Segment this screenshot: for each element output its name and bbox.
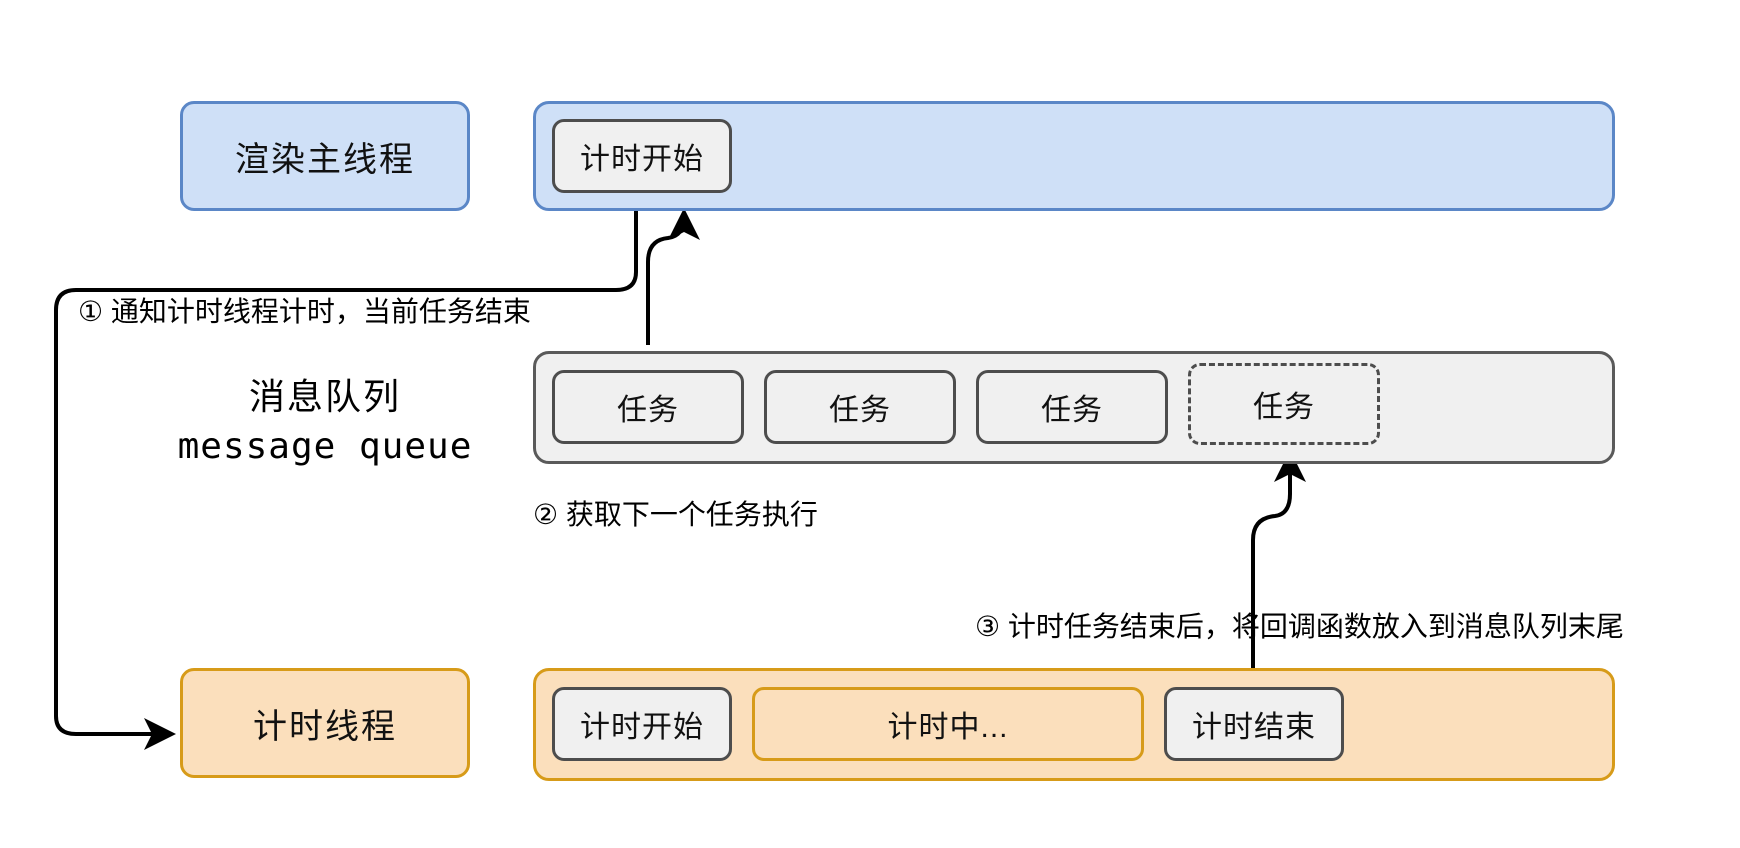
chip-queue-task-3[interactable]: 任务: [976, 370, 1168, 444]
annotation-step-2: ② 获取下一个任务执行: [533, 499, 818, 530]
arrow-step-3: [1251, 450, 1306, 700]
lane-label-timer-thread: 计时线程: [180, 668, 470, 778]
chip-queue-task-2-text: 任务: [829, 394, 891, 427]
chip-queue-task-3-text: 任务: [1041, 394, 1103, 427]
queue-title-block: 消息队列 message queue: [160, 368, 490, 467]
chip-timer-end-text: 计时结束: [1192, 711, 1316, 744]
lane-label-main-thread: 渲染主线程: [180, 101, 470, 211]
chip-timer-start-text: 计时开始: [580, 711, 704, 744]
chip-main-timer-start[interactable]: 计时开始: [552, 119, 732, 193]
chip-timer-running-text: 计时中...: [887, 711, 1009, 744]
arrow-step-2: [646, 208, 700, 345]
chip-queue-task-4-pending-text: 任务: [1253, 391, 1315, 424]
chip-timer-running[interactable]: 计时中...: [752, 687, 1144, 761]
chip-queue-task-2[interactable]: 任务: [764, 370, 956, 444]
chip-queue-task-1[interactable]: 任务: [552, 370, 744, 444]
chip-queue-task-4-pending[interactable]: 任务: [1188, 363, 1380, 445]
chip-timer-end[interactable]: 计时结束: [1164, 687, 1344, 761]
annotation-step-3: ③ 计时任务结束后，将回调函数放入到消息队列末尾: [975, 611, 1624, 642]
chip-timer-start[interactable]: 计时开始: [552, 687, 732, 761]
chip-queue-task-1-text: 任务: [617, 394, 679, 427]
annotation-step-1: ① 通知计时线程计时，当前任务结束: [78, 296, 531, 327]
queue-title-cn: 消息队列: [248, 376, 401, 417]
lane-label-main-thread-text: 渲染主线程: [235, 140, 415, 179]
chip-main-timer-start-text: 计时开始: [580, 143, 704, 176]
queue-title-en: message queue: [177, 426, 473, 467]
lane-label-timer-thread-text: 计时线程: [253, 707, 397, 746]
